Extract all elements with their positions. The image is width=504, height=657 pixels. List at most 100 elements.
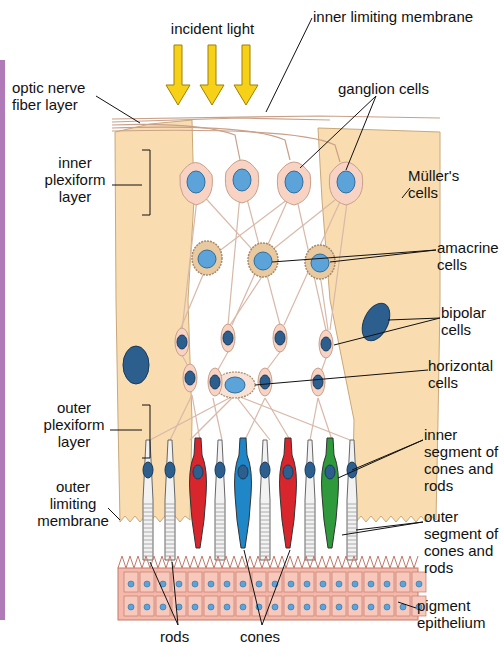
dendrite: [235, 395, 350, 440]
horizontal-cell: [225, 377, 245, 393]
rod-disc: [305, 508, 315, 509]
pigment-cell: [316, 596, 330, 616]
pigment-nucleus: [128, 581, 134, 587]
pigment-nucleus: [240, 604, 246, 610]
ganglion-cell: [329, 162, 362, 205]
cone-cell: [280, 438, 297, 548]
rod-disc: [260, 536, 270, 537]
dendrite: [228, 195, 240, 325]
pigment-cell: [204, 596, 218, 616]
rod-disc: [260, 508, 270, 509]
leader-line: [112, 185, 142, 186]
pigment-nucleus: [192, 604, 198, 610]
pigment-nucleus: [384, 581, 390, 587]
pigment-cell: [332, 572, 346, 592]
pigment-nucleus: [368, 604, 374, 610]
leader-line: [142, 405, 150, 458]
rod-disc: [260, 548, 270, 549]
rod-disc: [260, 516, 270, 517]
pigment-nucleus: [208, 581, 214, 587]
ganglion-cell: [277, 162, 310, 205]
pigment-nucleus: [304, 604, 310, 610]
dendrite: [190, 395, 235, 440]
rod-disc: [215, 548, 225, 549]
pigment-epithelium: [118, 556, 418, 620]
bipolar-cell: [273, 324, 287, 352]
pigment-nucleus: [352, 604, 358, 610]
rod-disc: [165, 536, 175, 537]
pigment-cell: [140, 596, 154, 616]
rod-disc: [305, 552, 315, 553]
leader-line: [108, 508, 120, 520]
rod-disc: [347, 504, 357, 505]
cell-group: [143, 324, 357, 560]
rod-disc: [347, 512, 357, 513]
part-label: inner segment of cones and rods: [424, 426, 502, 494]
rod-disc: [215, 528, 225, 529]
rod-disc: [143, 504, 153, 505]
part-label: outer limiting membrane: [34, 478, 112, 529]
rod-disc: [143, 508, 153, 509]
bipolar-nucleus: [223, 331, 233, 345]
leader-line: [398, 602, 416, 608]
light-arrow: [234, 45, 258, 105]
rod-disc: [260, 540, 270, 541]
bipolar-cell: [311, 368, 325, 396]
pigment-cell: [236, 572, 250, 592]
bipolar-cell: [319, 330, 333, 358]
pigment-cell: [364, 572, 378, 592]
rod-disc: [143, 524, 153, 525]
rod-disc: [165, 540, 175, 541]
rod-disc: [215, 520, 225, 521]
pigment-cell: [412, 572, 426, 592]
dendrite: [150, 395, 235, 440]
pigment-cell: [380, 596, 394, 616]
amacrine-nucleus: [198, 250, 329, 272]
part-label: bipolar cells: [441, 304, 503, 338]
pigment-cell: [300, 572, 314, 592]
pigment-nucleus: [400, 604, 406, 610]
pigment-nucleus: [352, 581, 358, 587]
part-label: inner plexiform layer: [38, 154, 112, 205]
rod-disc: [143, 528, 153, 529]
pigment-cell: [364, 596, 378, 616]
pigment-nucleus: [336, 604, 342, 610]
ganglion-nucleus: [337, 171, 355, 193]
rod-disc: [143, 516, 153, 517]
cone-cell: [190, 438, 207, 548]
leader-line: [272, 250, 436, 262]
bipolar-nucleus: [185, 371, 195, 385]
leader-line: [356, 522, 423, 530]
dendrite: [310, 398, 318, 440]
leader-line: [96, 96, 140, 123]
rod-nucleus: [143, 462, 153, 478]
bipolar-cell: [175, 328, 189, 356]
pigment-nucleus: [224, 581, 230, 587]
bipolar-cell: [258, 368, 272, 396]
pigment-cell: [204, 572, 218, 592]
cone-nucleus: [283, 465, 293, 479]
rod-disc: [260, 524, 270, 525]
rod-cell: [165, 440, 175, 560]
leader-line: [300, 96, 376, 168]
rod-disc: [305, 544, 315, 545]
rod-disc: [305, 536, 315, 537]
pigment-cell: [156, 596, 170, 616]
pigment-cell: [220, 596, 234, 616]
bipolar-nucleus: [177, 335, 187, 349]
dendrite: [265, 398, 290, 440]
amacrine-nucleus: [254, 252, 272, 270]
pigment-cell: [252, 572, 266, 592]
leader-line: [346, 96, 376, 170]
muller-nucleus: [123, 346, 149, 384]
rod-disc: [347, 552, 357, 553]
leader-line: [266, 18, 312, 112]
pigment-cell: [268, 596, 282, 616]
rod-cell: [305, 440, 315, 560]
muller-cell: [115, 120, 440, 522]
pigment-nucleus: [208, 604, 214, 610]
rod-disc: [347, 556, 357, 557]
rod-disc: [165, 532, 175, 533]
ganglion-cell: [225, 160, 258, 203]
